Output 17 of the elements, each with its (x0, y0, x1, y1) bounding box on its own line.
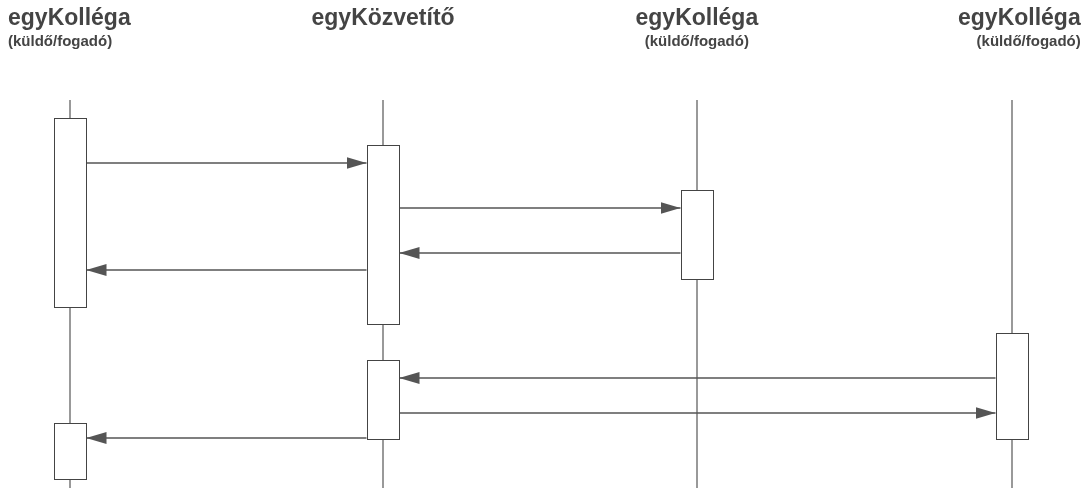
message-arrow (398, 202, 682, 214)
activation-bar (53, 423, 87, 480)
activation-bar (53, 118, 87, 308)
activation-bar (680, 190, 714, 280)
message-arrow (85, 157, 368, 169)
message-arrow (85, 264, 368, 276)
lifeline-header: egyKolléga (küldő/fogadó) (958, 4, 1081, 50)
activation-bar (366, 145, 400, 325)
activation-bar (366, 360, 400, 440)
message-arrow (398, 247, 682, 259)
message-arrow (398, 372, 997, 384)
lifeline-header: egyKolléga (küldő/fogadó) (635, 4, 759, 50)
activation-bar (995, 333, 1029, 440)
lifeline-header: egyKözvetítő (311, 4, 455, 32)
lifeline-header: egyKolléga (küldő/fogadó) (8, 4, 131, 50)
message-arrow (85, 432, 368, 444)
message-arrow (398, 407, 997, 419)
